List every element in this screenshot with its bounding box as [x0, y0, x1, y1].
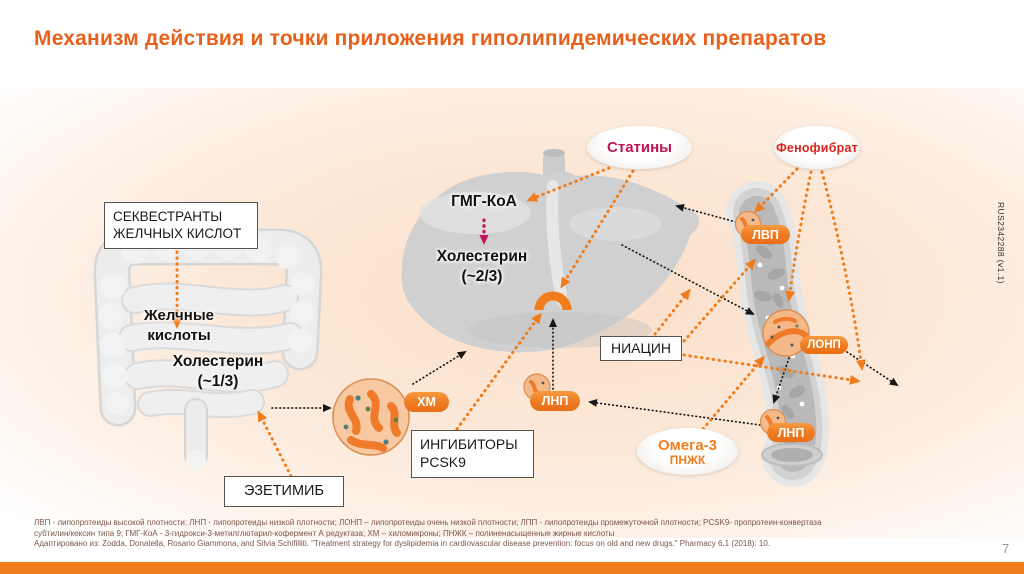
arrow-lnp-vessel-to-liver: [588, 398, 761, 426]
footnote-citation: Адаптировано из: Zodda, Donatella, Rosar…: [34, 539, 771, 549]
lnp-vessel-pill: ЛНП: [767, 423, 815, 442]
footnotes: ЛВП - липопротеиды высокой плотности; ЛН…: [34, 518, 844, 550]
chylomicron-particle: [332, 378, 410, 456]
arrow-niacin-up-right: [653, 288, 691, 336]
arrow-liver-to-lonp: [621, 244, 755, 315]
sequestrants-label-box: СЕКВЕСТРАНТЫ ЖЕЛЧНЫХ КИСЛОТ: [104, 202, 258, 249]
ldl-receptor-arc: [534, 291, 572, 311]
omega3-subtype: ПНЖК: [669, 452, 706, 467]
arrow-niacin-to-lvp: [682, 258, 756, 343]
arrow-omega3-to-lonp: [701, 355, 765, 431]
fenofibrate-oval: Фенофибрат: [774, 126, 860, 169]
liver-illustration: [401, 149, 700, 353]
hm-pill: ХМ: [404, 392, 449, 412]
arrow-lonp-to-lnp: [772, 357, 790, 404]
arrow-fenofibrate-down: [820, 170, 866, 371]
footnote-definitions-2: субтилин/кексин типа 9; ГМГ-КоА - 3-гидр…: [34, 528, 615, 538]
lvp-pill: ЛВП: [741, 225, 790, 244]
arrow-hm-to-liver: [412, 350, 467, 385]
ezetimibe-label-box: ЭЗЕТИМИБ: [224, 476, 344, 507]
hmg-coa-label: ГМГ-КоА: [451, 193, 517, 210]
arrow-fenofibrate-to-lvp: [753, 167, 799, 214]
omega3-name: Омега-3: [657, 436, 718, 454]
pcsk9-inhibitors-label-box: ИНГИБИТОРЫ PCSK9: [411, 430, 534, 478]
niacin-label-box: НИАЦИН: [600, 336, 682, 361]
lonp-particle: [762, 309, 810, 357]
page-number: 7: [1002, 541, 1010, 556]
omega3-oval: Омега-3 ПНЖК: [637, 428, 738, 475]
arrow-niacin-right: [682, 353, 861, 385]
lnp-liver-pill: ЛНП: [530, 391, 580, 411]
bile-acids-label: Желчные кислоты: [144, 307, 214, 345]
slide-title: Механизм действия и точки приложения гип…: [34, 27, 827, 50]
lonp-pill: ЛОНП: [800, 336, 848, 354]
arrow-ezetimibe-to-intestine: [257, 410, 293, 478]
arrow-statins-to-hmgcoa: [526, 166, 611, 202]
footnote-definitions-1: ЛВП - липопротеиды высокой плотности; ЛН…: [34, 518, 822, 527]
statins-oval: Статины: [587, 126, 692, 169]
arrow-pcsk9-to-receptor: [455, 312, 542, 431]
cholesterol-liver-label: Холестерин (~2/3): [436, 248, 528, 286]
arrow-statins-to-receptor: [560, 169, 635, 289]
bottom-accent-bar: [0, 562, 1024, 574]
approval-code: RUS2342288 (v1.1): [996, 202, 1006, 284]
cholesterol-intestine-label: Холестерин (~1/3): [172, 353, 264, 391]
